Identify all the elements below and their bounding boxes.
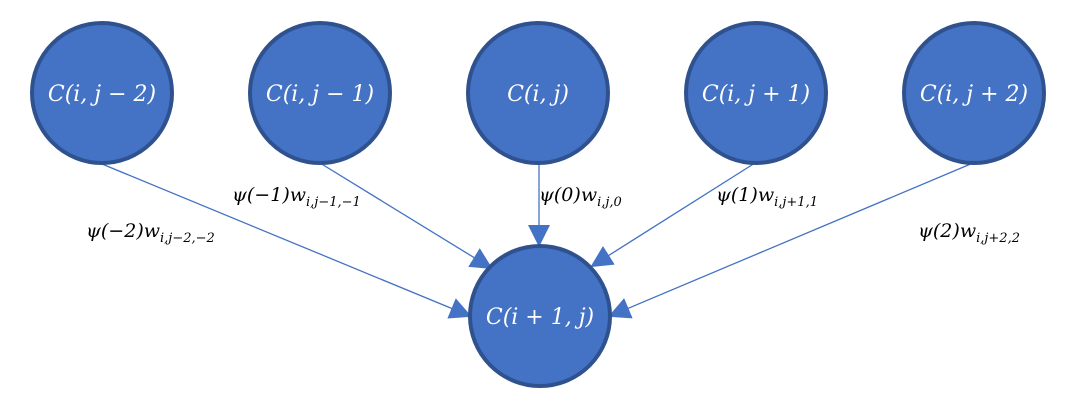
source-node-jp2: C(i, j + 2) xyxy=(902,21,1046,165)
edge-label-jp2: ψ(2)wi,j+2,2 xyxy=(918,220,1020,246)
node-label: C(i, j) xyxy=(507,82,569,107)
source-node-jm1: C(i, j − 1) xyxy=(248,21,392,165)
edge-jp1-to-target xyxy=(590,162,756,268)
edge-label-jm2: ψ(−2)wi,j−2,−2 xyxy=(86,220,215,246)
edge-jp2-to-target xyxy=(608,162,974,319)
edge-jm2-to-target xyxy=(101,163,472,319)
target-node: C(i + 1, j) xyxy=(468,244,612,388)
node-label: C(i, j + 1) xyxy=(702,82,810,107)
edge-jm1-to-target xyxy=(319,162,493,270)
edge-label-jp1: ψ(1)wi,j+1,1 xyxy=(716,184,818,210)
node-label: C(i, j − 2) xyxy=(48,82,156,107)
node-label: C(i + 1, j) xyxy=(486,305,594,330)
edge-label-jm1: ψ(−1)wi,j−1,−1 xyxy=(232,184,361,210)
source-node-j: C(i, j) xyxy=(466,21,610,165)
edge-label-j: ψ(0)wi,j,0 xyxy=(539,184,622,210)
edges xyxy=(101,162,974,319)
node-label: C(i, j − 1) xyxy=(266,82,374,107)
node-label: C(i, j + 2) xyxy=(920,82,1028,107)
source-node-jp1: C(i, j + 1) xyxy=(684,21,828,165)
source-node-jm2: C(i, j − 2) xyxy=(30,21,174,165)
